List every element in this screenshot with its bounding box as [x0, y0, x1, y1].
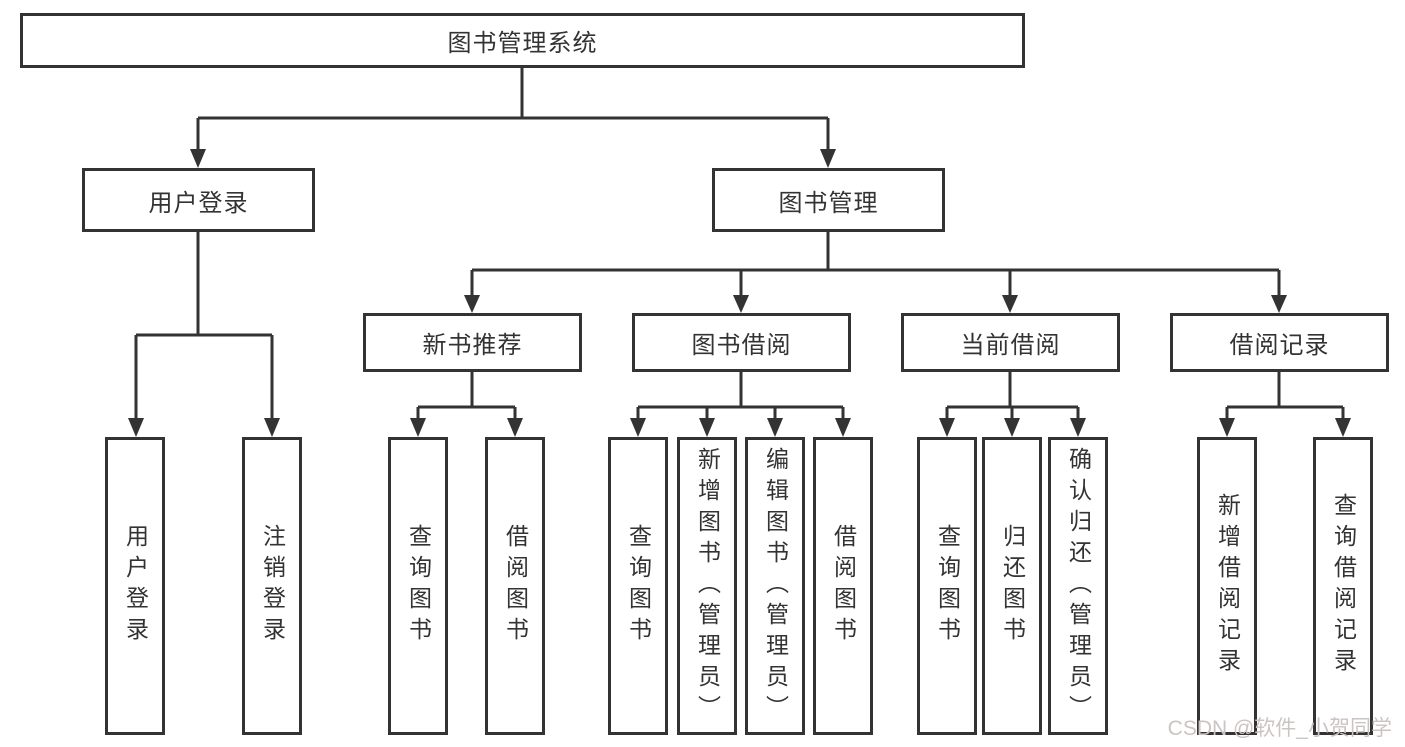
leaf-return-books: 归还图书	[982, 437, 1042, 735]
arrowhead-icon	[1335, 418, 1351, 437]
node-label: 借阅记录	[1229, 332, 1330, 359]
node-current-borrowing: 当前借阅	[901, 313, 1120, 372]
node-label: 图书借阅	[691, 332, 792, 359]
arrowhead-icon	[1271, 295, 1287, 313]
leaf-add-borrow-record: 新增借阅记录	[1197, 437, 1257, 735]
arrowhead-icon	[1070, 418, 1086, 437]
leaf-query-books-recommend: 查询图书	[388, 437, 448, 735]
arrowhead-icon	[733, 295, 749, 313]
node-label: 查询借阅记录	[1330, 493, 1357, 679]
node-label: 新增借阅记录	[1214, 493, 1241, 679]
node-label: 借阅图书	[502, 524, 529, 648]
leaf-edit-book-admin: 编辑图书（管理员）	[745, 437, 805, 735]
node-label: 编辑图书（管理员）	[762, 446, 789, 726]
leaf-user-login: 用户登录	[105, 437, 165, 735]
arrowhead-icon	[128, 418, 144, 437]
connector-path	[134, 68, 1345, 420]
arrowhead-icon	[939, 418, 955, 437]
arrowhead-icon	[630, 418, 646, 437]
node-root-library-system: 图书管理系统	[20, 13, 1025, 68]
arrowhead-icon	[1219, 418, 1235, 437]
node-borrowing-records: 借阅记录	[1170, 313, 1389, 372]
leaf-borrow-books: 借阅图书	[813, 437, 873, 735]
node-label: 用户登录	[122, 524, 149, 648]
arrowhead-icon	[464, 295, 480, 313]
arrowhead-icon	[835, 418, 851, 437]
node-label: 归还图书	[999, 524, 1026, 648]
node-label: 当前借阅	[960, 332, 1061, 359]
node-user-login: 用户登录	[82, 168, 315, 232]
node-new-book-recommend: 新书推荐	[363, 313, 582, 372]
node-label: 注销登录	[259, 524, 286, 648]
arrowhead-icon	[190, 149, 206, 168]
node-label: 确认归还（管理员）	[1065, 446, 1092, 726]
node-label: 查询图书	[934, 524, 961, 648]
arrowhead-icon	[1004, 418, 1020, 437]
node-label: 图书管理	[778, 189, 879, 217]
arrowhead-icon	[507, 418, 523, 437]
watermark: CSDN @软件_小贺同学	[1167, 717, 1392, 740]
node-label: 借阅图书	[830, 524, 857, 648]
node-label: 查询图书	[405, 524, 432, 648]
leaf-logout: 注销登录	[242, 437, 302, 735]
node-label: 用户登录	[148, 189, 249, 217]
leaf-query-borrow-record: 查询借阅记录	[1313, 437, 1373, 735]
node-label: 新增图书（管理员）	[694, 446, 721, 726]
arrowhead-icon	[1002, 295, 1018, 313]
leaf-query-books-current: 查询图书	[917, 437, 977, 735]
node-book-management: 图书管理	[712, 168, 945, 232]
leaf-confirm-return-admin: 确认归还（管理员）	[1048, 437, 1108, 735]
node-book-borrowing: 图书借阅	[632, 313, 851, 372]
node-label: 新书推荐	[422, 332, 523, 359]
arrowhead-icon	[820, 149, 836, 168]
node-label: 查询图书	[625, 524, 652, 648]
arrowheads	[128, 149, 1351, 437]
node-label: 图书管理系统	[447, 30, 598, 57]
arrowhead-icon	[699, 418, 715, 437]
arrowhead-icon	[767, 418, 783, 437]
arrowhead-icon	[410, 418, 426, 437]
leaf-query-books-borrow: 查询图书	[608, 437, 668, 735]
arrowhead-icon	[264, 418, 280, 437]
leaf-add-book-admin: 新增图书（管理员）	[677, 437, 737, 735]
leaf-borrow-books-recommend: 借阅图书	[485, 437, 545, 735]
